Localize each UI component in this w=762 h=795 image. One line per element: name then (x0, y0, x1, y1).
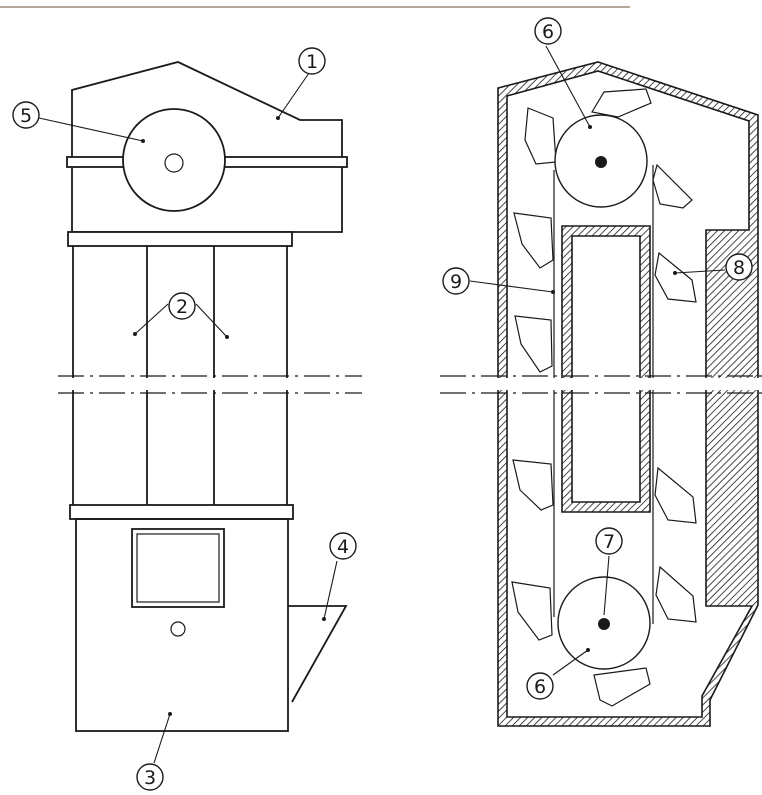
callout-label-6-bottom: 6 (534, 676, 546, 698)
buckets (511, 88, 697, 707)
callout-label-5: 5 (20, 105, 32, 127)
callout-4: 4 (329, 532, 357, 560)
feed-hopper (288, 605, 348, 703)
callout-1: 1 (298, 47, 326, 75)
motor-hub (164, 153, 184, 173)
upper-flange (67, 231, 293, 247)
section-view (497, 61, 759, 727)
inner-duct-wall (561, 225, 651, 513)
callout-7: 7 (595, 527, 623, 555)
inspection-window-outer (131, 528, 225, 608)
callout-8: 8 (725, 253, 753, 281)
leader-dots (133, 116, 677, 716)
head-pulley-shaft (595, 156, 607, 168)
boot-housing (75, 518, 289, 732)
callout-label-7: 7 (603, 531, 615, 553)
boot-shaft-hole (170, 621, 186, 637)
callout-5: 5 (12, 101, 40, 129)
callout-6-top: 6 (534, 17, 562, 45)
callout-label-3: 3 (144, 767, 156, 789)
outer-casing-wall (497, 61, 759, 727)
callout-label-8: 8 (733, 257, 745, 279)
boot-pulley-shaft (598, 618, 610, 630)
callout-label-6-top: 6 (542, 21, 554, 43)
callout-9: 9 (442, 267, 470, 295)
inspection-window-inner (136, 533, 220, 603)
callout-6-bottom: 6 (526, 672, 554, 700)
callout-label-2: 2 (176, 296, 188, 318)
callout-3: 3 (136, 763, 164, 791)
callout-label-9: 9 (450, 271, 462, 293)
callout-label-4: 4 (337, 536, 349, 558)
break-lines (44, 375, 762, 394)
callout-label-1: 1 (306, 51, 318, 73)
external-view (66, 61, 348, 732)
callout-2: 2 (168, 292, 196, 320)
lower-flange (69, 504, 294, 520)
leader-lines (38, 45, 726, 764)
